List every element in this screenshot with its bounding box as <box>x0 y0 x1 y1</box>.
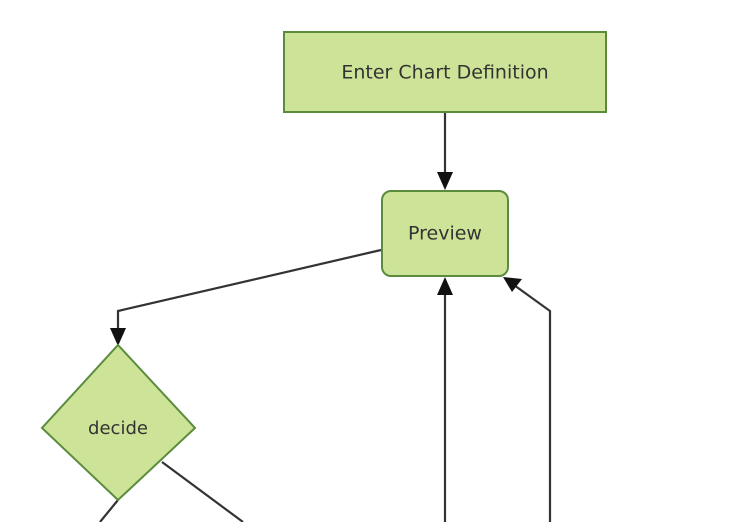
edge-line <box>161 461 244 522</box>
node-label: Preview <box>408 223 482 245</box>
edge-enter-to-preview <box>437 113 453 190</box>
node-diamond[interactable] <box>40 343 197 502</box>
arrowhead-up-left-icon <box>503 277 522 292</box>
edge-line <box>99 499 119 522</box>
edge-line <box>116 248 382 334</box>
arrowhead-down-icon <box>110 328 126 346</box>
node-rectangle[interactable] <box>283 31 607 113</box>
edge-decide-to-bottom-right <box>161 461 244 522</box>
edge-line <box>513 284 552 522</box>
node-label: decide <box>88 418 148 439</box>
arrowhead-up-icon <box>437 277 453 295</box>
node-enter-chart-definition[interactable]: Enter Chart Definition <box>283 31 607 113</box>
edge-bottom-left-to-preview <box>437 277 453 522</box>
edge-bottom-right-to-preview <box>503 277 552 522</box>
arrowhead-down-icon <box>437 172 453 190</box>
node-rounded-rectangle[interactable] <box>381 190 509 277</box>
node-preview[interactable]: Preview <box>381 190 509 277</box>
edge-preview-to-decide <box>110 248 382 346</box>
edge-decide-to-bottom-left <box>99 499 119 522</box>
node-label: Enter Chart Definition <box>341 62 548 84</box>
node-decide[interactable]: decide <box>40 343 197 502</box>
